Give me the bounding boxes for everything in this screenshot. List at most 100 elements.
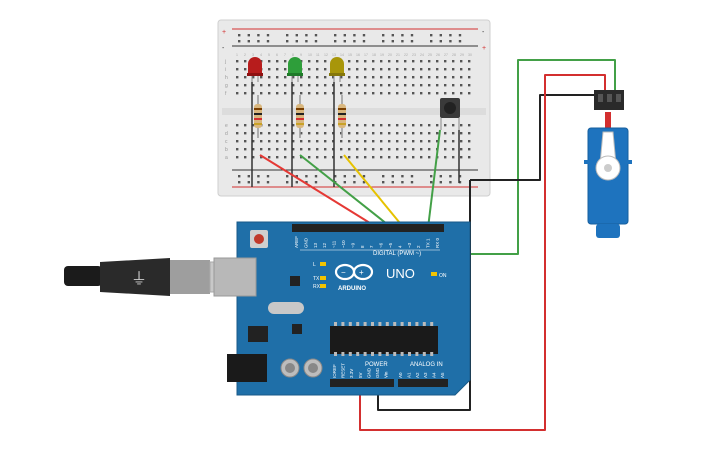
pin-label: A1 bbox=[406, 372, 411, 378]
pin-label: Vin bbox=[384, 371, 389, 378]
button-signal-wire[interactable] bbox=[427, 129, 441, 229]
row-letter: f bbox=[225, 91, 227, 97]
rail-plus-label: + bbox=[222, 29, 226, 36]
usb-port bbox=[213, 257, 257, 297]
column-number: 13 bbox=[332, 53, 336, 57]
green-led-signal-wire[interactable] bbox=[299, 154, 393, 229]
pin-label: ~5 bbox=[388, 242, 393, 248]
reset-button-cap bbox=[254, 234, 264, 244]
column-number: 26 bbox=[436, 53, 440, 57]
column-number: 28 bbox=[452, 53, 456, 57]
pin-label: 2 bbox=[416, 245, 421, 248]
rail-minus-label: - bbox=[222, 45, 225, 52]
column-number: 17 bbox=[364, 53, 368, 57]
pin-label: 7 bbox=[369, 245, 374, 248]
row-letter: g bbox=[225, 83, 228, 89]
resistor-1[interactable] bbox=[254, 95, 262, 138]
column-number: 30 bbox=[468, 53, 472, 57]
green-led[interactable] bbox=[287, 57, 303, 82]
analog-header[interactable] bbox=[398, 379, 448, 387]
column-number: 11 bbox=[316, 53, 320, 57]
pin-label: 3.3V bbox=[349, 369, 354, 378]
yellow-led-signal-wire[interactable] bbox=[343, 154, 405, 229]
yellow-led[interactable] bbox=[329, 57, 345, 82]
row-letter: d bbox=[225, 131, 228, 137]
column-number: 21 bbox=[396, 53, 400, 57]
column-number: 7 bbox=[284, 53, 286, 57]
small-chip-2 bbox=[292, 324, 302, 334]
power-header[interactable] bbox=[330, 379, 394, 387]
digital-header[interactable] bbox=[292, 224, 444, 232]
pin-label: RX 0 bbox=[435, 237, 440, 248]
analog-label: ANALOG IN bbox=[410, 362, 443, 368]
pin-label: RESET bbox=[341, 363, 346, 378]
resistor-3[interactable] bbox=[338, 95, 346, 138]
power-jack bbox=[227, 354, 267, 382]
pin-label: ~9 bbox=[350, 242, 355, 248]
pin-label: GND bbox=[366, 367, 371, 378]
red-led-signal-wire[interactable] bbox=[259, 154, 379, 229]
row-letter: j bbox=[224, 59, 226, 65]
column-number: 4 bbox=[260, 53, 262, 57]
board-model: UNO bbox=[386, 266, 415, 281]
pin-label: A2 bbox=[415, 372, 420, 378]
servo-power-wire[interactable] bbox=[359, 74, 606, 431]
column-number: 2 bbox=[244, 53, 246, 57]
column-number: 25 bbox=[428, 53, 432, 57]
resistor-2[interactable] bbox=[296, 95, 304, 138]
chip-pins bbox=[334, 322, 434, 356]
pin-label: AREF bbox=[294, 236, 299, 248]
pin-label: A4 bbox=[432, 372, 437, 378]
digital-label: DIGITAL (PWM ~) bbox=[373, 251, 421, 257]
column-number: 5 bbox=[268, 53, 270, 57]
column-number: 10 bbox=[308, 53, 312, 57]
column-number: 15 bbox=[348, 53, 352, 57]
rail-minus-label-right: - bbox=[482, 29, 485, 36]
pin-label: GND bbox=[303, 237, 308, 248]
svg-text:−: − bbox=[341, 268, 346, 277]
pin-label: 13 bbox=[313, 242, 318, 248]
pin-label: A0 bbox=[398, 372, 403, 378]
column-number: 23 bbox=[412, 53, 416, 57]
row-letter: e bbox=[225, 123, 228, 129]
column-number: 19 bbox=[380, 53, 384, 57]
pin-label: ~3 bbox=[407, 242, 412, 248]
voltage-regulator bbox=[248, 326, 268, 342]
usb-icon: ⏚ bbox=[131, 270, 147, 288]
crystal bbox=[268, 302, 304, 314]
rail-plus-label-right: + bbox=[482, 45, 486, 52]
column-number: 29 bbox=[460, 53, 464, 57]
pin-label: ~6 bbox=[379, 242, 384, 248]
small-chip bbox=[290, 276, 300, 286]
on-label: ON bbox=[439, 273, 447, 279]
on-led bbox=[431, 272, 437, 276]
power-label: POWER bbox=[365, 362, 388, 368]
pin-label: 12 bbox=[322, 242, 327, 248]
row-letter: b bbox=[225, 147, 228, 153]
column-number: 27 bbox=[444, 53, 448, 57]
red-led[interactable] bbox=[247, 57, 263, 82]
l-led-label: L bbox=[313, 262, 316, 268]
pin-label: ~10 bbox=[341, 240, 346, 248]
pin-label: TX 1 bbox=[426, 238, 431, 248]
servo-motor[interactable] bbox=[584, 90, 632, 238]
column-number: 16 bbox=[356, 53, 360, 57]
column-number: 9 bbox=[300, 53, 302, 57]
row-letter: h bbox=[225, 75, 228, 81]
tx-label: TX bbox=[313, 276, 320, 282]
pin-label: A5 bbox=[440, 372, 445, 378]
column-number: 20 bbox=[388, 53, 392, 57]
row-letter: i bbox=[225, 67, 226, 73]
pin-label: GND bbox=[375, 367, 380, 378]
pin-label: A3 bbox=[423, 372, 428, 378]
arduino-logo-text: ARDUINO bbox=[338, 286, 366, 292]
pin-label: ~11 bbox=[332, 240, 337, 248]
row-letter: c bbox=[225, 139, 228, 145]
push-button[interactable] bbox=[440, 98, 460, 130]
